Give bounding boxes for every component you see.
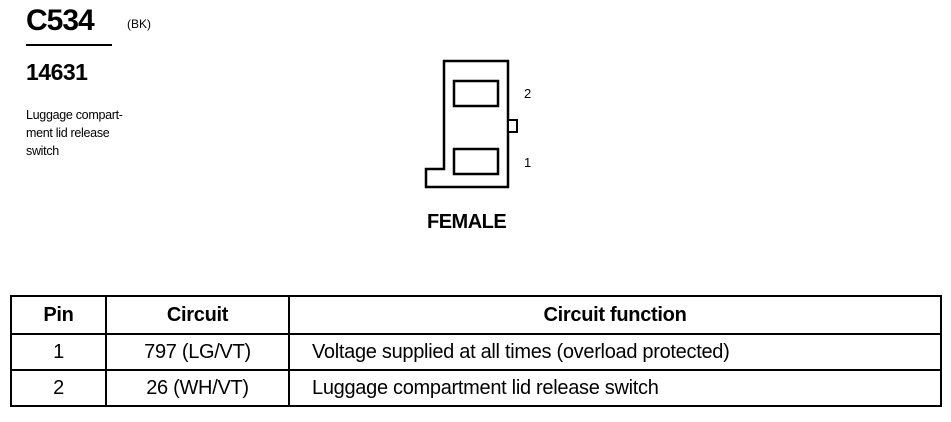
pin-cavity-1 [452,147,500,176]
component-description: Luggage compart- ment lid release switch [26,106,166,160]
pin-label-2: 2 [524,86,531,101]
header-circuit-function: Circuit function [288,295,942,335]
pinout-table: Pin Circuit Circuit function 1 797 (LG/V… [10,295,942,407]
description-line: ment lid release [26,126,110,140]
description-line: Luggage compart- [26,108,123,122]
pin-number: 1 [10,333,107,371]
connector-gender-label: FEMALE [427,211,507,233]
part-number: 14631 [26,59,88,85]
header-circuit: Circuit [105,295,290,335]
connector-id: C534 [26,4,95,37]
table-header-row: Pin Circuit Circuit function [10,295,942,335]
circuit-function: Luggage compartment lid release switch [288,369,942,407]
header-pin: Pin [10,295,107,335]
title-rule [26,44,112,46]
pin-label-1: 1 [524,155,531,170]
circuit-code: 26 (WH/VT) [105,369,290,407]
connector-face-diagram: 2 1 [424,59,531,189]
circuit-function: Voltage supplied at all times (overload … [288,333,942,371]
table-row: 2 26 (WH/VT) Luggage compartment lid rel… [10,369,942,407]
circuit-code: 797 (LG/VT) [105,333,290,371]
pin-cavity-2 [452,79,500,108]
pin-number: 2 [10,369,107,407]
description-line: switch [26,144,59,158]
table-row: 1 797 (LG/VT) Voltage supplied at all ti… [10,333,942,371]
locking-tab [507,119,518,133]
connector-color-code: (BK) [127,17,151,31]
